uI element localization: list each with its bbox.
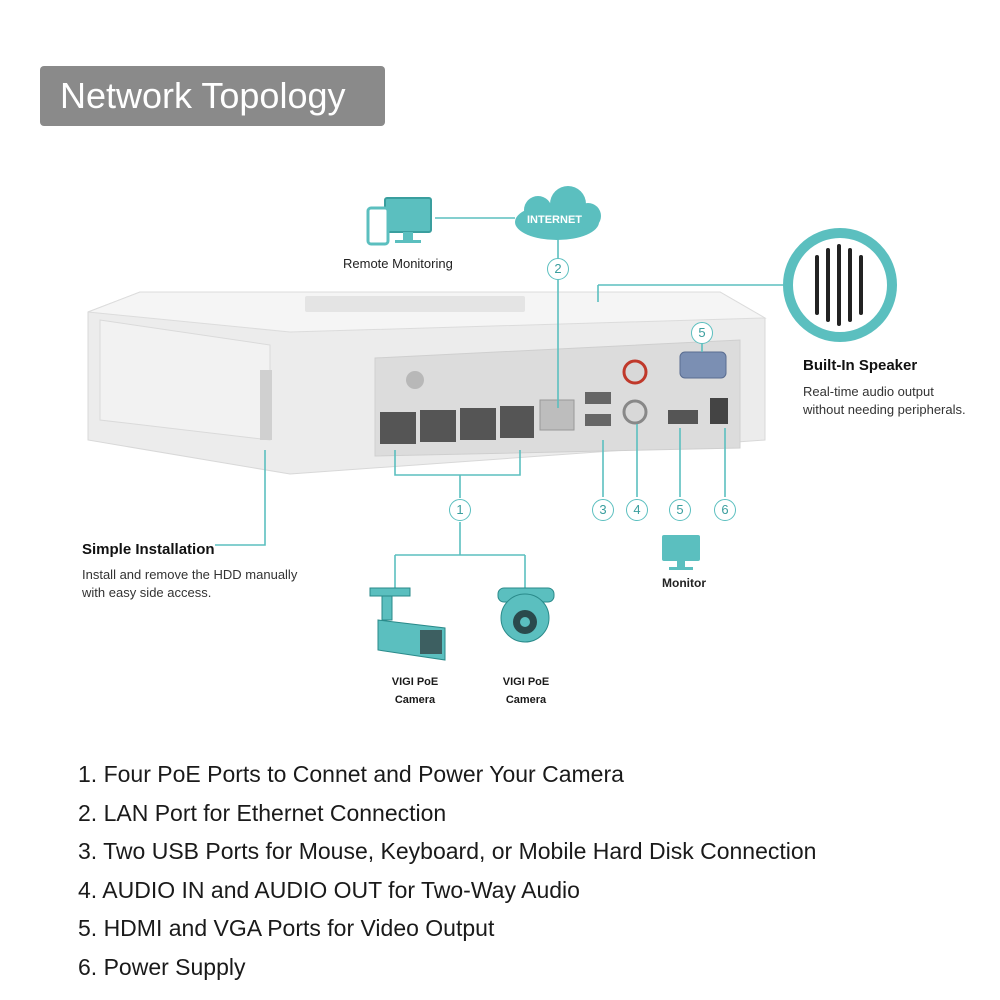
usb-port-2 — [585, 414, 611, 426]
legend-item: 6. Power Supply — [78, 953, 246, 980]
legend-item: 2. LAN Port for Ethernet Connection — [78, 799, 447, 826]
audio-in-jack — [622, 399, 648, 425]
audio-out-jack — [622, 359, 648, 385]
page-title: Network Topology — [60, 75, 346, 116]
internet-cloud-icon — [515, 186, 601, 240]
nvr-device — [87, 291, 767, 475]
legend-item: 3. Two USB Ports for Mouse, Keyboard, or… — [78, 838, 817, 864]
legend-item: 1. Four PoE Ports to Connet and Power Yo… — [78, 761, 624, 787]
feature-legend: 1. Four PoE Ports to Connet and Power Yo… — [78, 757, 816, 988]
power-port — [710, 398, 728, 424]
speaker-description: Real-time audio output without needing p… — [803, 384, 966, 417]
poe-port-2 — [420, 410, 456, 442]
internet-label: INTERNET — [527, 214, 582, 226]
hdd-slot — [260, 370, 272, 440]
remote-monitoring-icon — [366, 197, 432, 246]
ground-screw — [406, 371, 424, 389]
legend-item: 4. AUDIO IN and AUDIO OUT for Two-Way Au… — [78, 876, 580, 903]
lan-port — [539, 399, 575, 431]
speaker-title: Built-In Speaker — [803, 357, 918, 374]
install-description: Install and remove the HDD manually with… — [82, 567, 298, 600]
poe-port-1 — [380, 412, 416, 444]
callout-3: 3 — [592, 499, 614, 521]
poe-port-3 — [460, 408, 496, 440]
callout-5-hdmi: 5 — [669, 499, 691, 521]
monitor-icon — [662, 535, 700, 570]
callout-5-vga: 5 — [691, 322, 713, 344]
callout-1: 1 — [449, 499, 471, 521]
turret-camera-icon — [497, 587, 555, 643]
callout-6: 6 — [714, 499, 736, 521]
monitor-label: Monitor — [662, 576, 706, 590]
callout-2: 2 — [547, 258, 569, 280]
callout-4: 4 — [626, 499, 648, 521]
vga-port — [679, 351, 727, 379]
title-badge: Network Topology — [40, 66, 385, 126]
install-title: Simple Installation — [82, 541, 215, 558]
connection-lines — [215, 217, 790, 590]
bullet-camera-icon — [369, 587, 446, 661]
hdmi-port — [668, 410, 698, 424]
speaker-icon — [783, 228, 897, 342]
legend-item: 5. HDMI and VGA Ports for Video Output — [78, 915, 495, 941]
usb-port-1 — [585, 392, 611, 404]
poe-port-4 — [500, 406, 534, 438]
remote-monitoring-label: Remote Monitoring — [343, 256, 453, 271]
